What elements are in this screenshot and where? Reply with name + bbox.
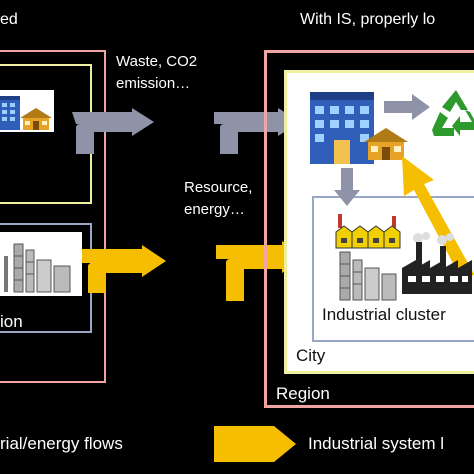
- resource-arrow-right: [216, 241, 306, 301]
- waste-arrow-left: [72, 108, 154, 154]
- waste-label-line1: Waste, CO2: [116, 53, 198, 70]
- left-panel-heading: ed: [0, 11, 18, 28]
- waste-arrow-right: [214, 108, 300, 154]
- office-building-icon: [0, 96, 20, 130]
- building-to-cluster-arrow: [334, 168, 360, 206]
- legend-right-label: Industrial system l: [308, 434, 445, 453]
- factory-icon: [402, 232, 472, 294]
- resource-label-line2: energy…: [184, 201, 245, 218]
- left-region-box: [0, 50, 106, 383]
- waste-to-recycle-arrow: [384, 94, 430, 120]
- recycle-icon: [432, 90, 474, 136]
- resource-label-line1: Resource,: [184, 179, 253, 196]
- factory-icon: [335, 214, 401, 249]
- cluster-label: Industrial cluster: [322, 305, 446, 324]
- cluster-to-house-arrow: [402, 156, 474, 284]
- house-icon: [364, 128, 408, 160]
- city-label: City: [296, 346, 326, 365]
- right-panel-heading: With IS, properly lo: [300, 11, 436, 28]
- office-building-icon: [310, 92, 374, 164]
- left-city-label: ion: [0, 312, 23, 331]
- house-icon: [20, 108, 52, 130]
- legend-industrial-system-arrow: [214, 426, 296, 462]
- legend-left-label: rial/energy flows: [0, 434, 123, 453]
- refinery-icon: [339, 251, 397, 301]
- resource-arrow-left: [82, 245, 166, 293]
- waste-label-line2: emission…: [116, 75, 191, 92]
- region-label: Region: [276, 384, 330, 403]
- refinery-icon: [4, 243, 71, 293]
- right-region-box: [264, 50, 474, 408]
